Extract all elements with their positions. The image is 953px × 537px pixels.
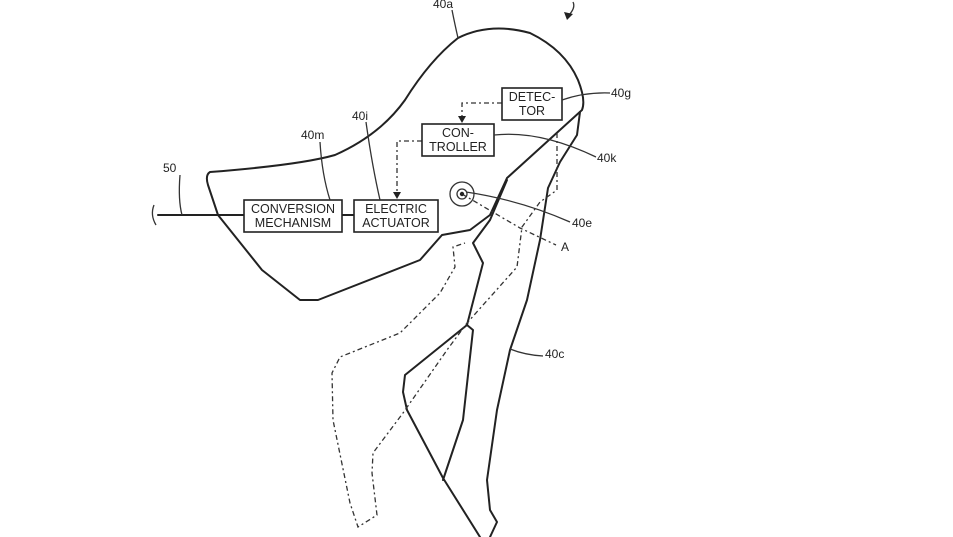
label-40k: 40k [597,151,617,165]
conversion-mechanism-block: CONVERSION MECHANISM [243,199,343,233]
svg-text:DETEC-: DETEC- [509,90,556,104]
svg-text:CON-: CON- [442,126,474,140]
lever-outline [486,111,581,537]
label-A: A [561,240,569,254]
label-40a: 40a [433,0,453,11]
svg-text:MECHANISM: MECHANISM [255,216,331,230]
svg-text:TOR: TOR [519,104,545,118]
detector-block: DETEC- TOR [501,87,563,121]
label-40m: 40m [301,128,324,142]
electric-actuator-block: ELECTRIC ACTUATOR [353,199,439,233]
label-40e: 40e [572,216,592,230]
svg-text:CONVERSION: CONVERSION [251,202,335,216]
svg-text:TROLLER: TROLLER [429,140,487,154]
axis-line [461,193,557,246]
housing-outline [205,27,585,301]
controller-block: CON- TROLLER [421,123,495,157]
label-40c: 40c [545,347,564,361]
label-40g: 40g [611,86,631,100]
svg-text:ACTUATOR: ACTUATOR [362,216,430,230]
lever-inner-edge [402,324,481,537]
svg-text:ELECTRIC: ELECTRIC [365,202,427,216]
lever-inner-front [442,179,508,481]
signal-detector-to-controller [461,102,502,120]
label-40i: 40i [352,109,368,123]
signal-controller-to-actuator [396,140,422,196]
pivot-icon [449,181,475,207]
label-50: 50 [163,161,177,175]
lever-alternate-position [331,133,558,528]
